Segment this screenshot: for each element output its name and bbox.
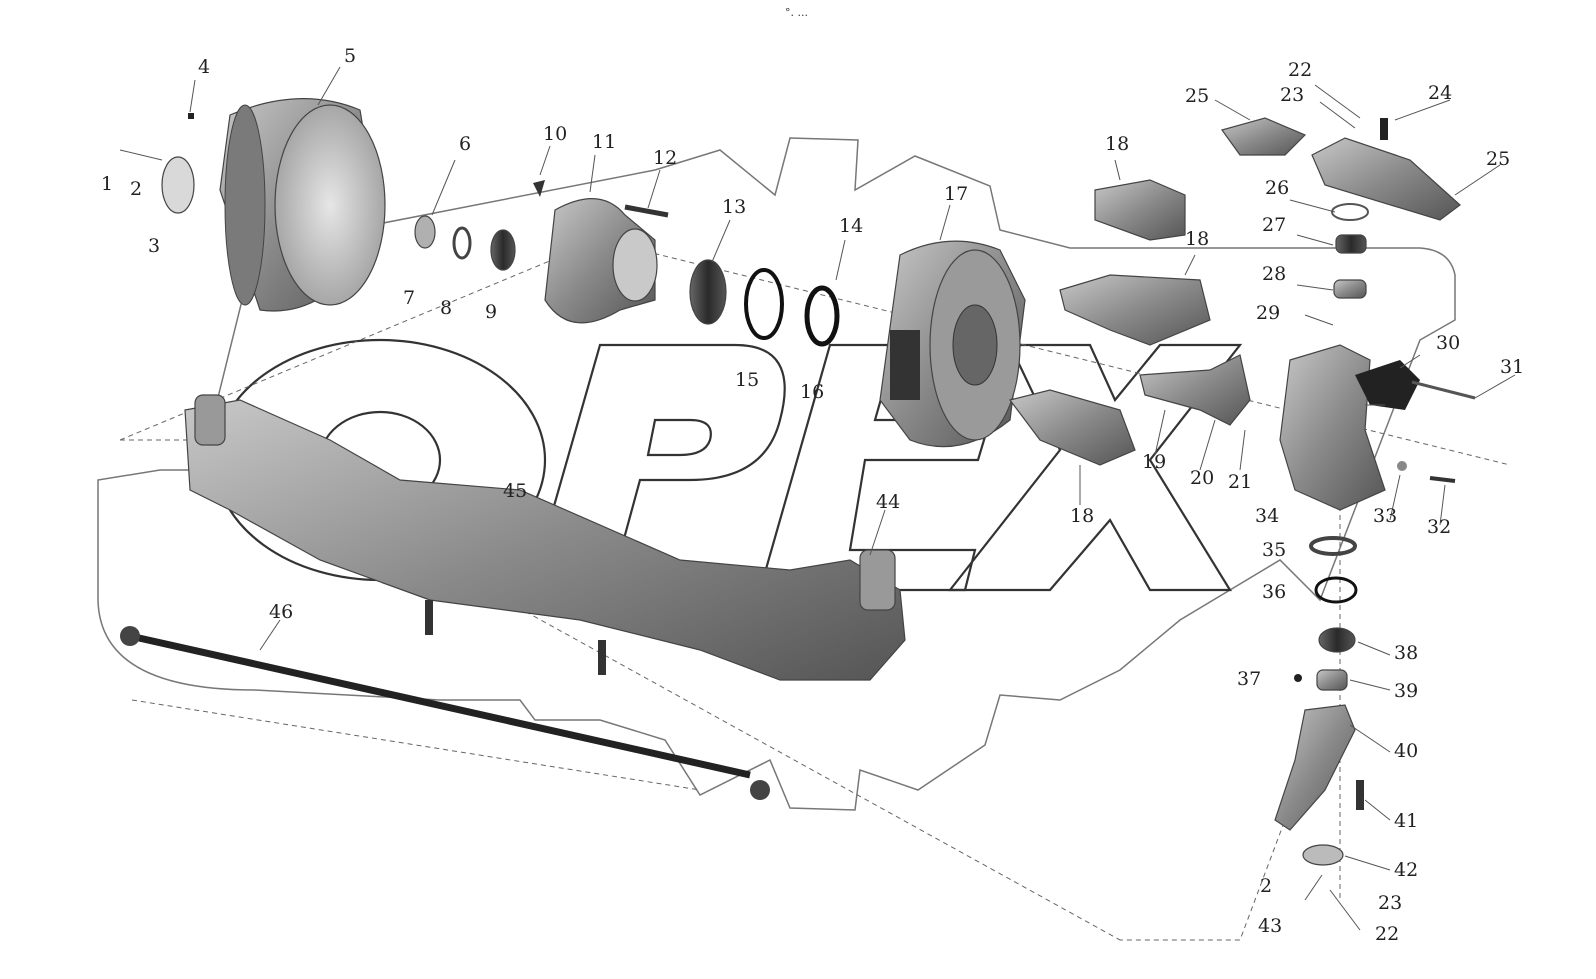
label-part-24: 24 xyxy=(1428,82,1452,104)
label-part-27: 27 xyxy=(1262,214,1286,236)
kingpin-bearings xyxy=(1331,203,1369,299)
label-part-38: 38 xyxy=(1394,642,1418,664)
label-part-40: 40 xyxy=(1394,740,1418,762)
label-part-1: 1 xyxy=(101,173,113,195)
label-part-44: 44 xyxy=(876,491,900,513)
label-part-45: 45 xyxy=(503,480,527,502)
label-part-29: 29 xyxy=(1256,302,1280,324)
label-part-8: 8 xyxy=(440,297,452,319)
label-part-22-top: 22 xyxy=(1288,59,1312,81)
label-part-4: 4 xyxy=(198,56,210,78)
label-part-41: 41 xyxy=(1394,810,1418,832)
label-part-11: 11 xyxy=(592,131,616,153)
label-part-37: 37 xyxy=(1237,668,1261,690)
label-part-2: 2 xyxy=(130,178,142,200)
label-part-6: 6 xyxy=(459,133,471,155)
brake-assembly xyxy=(879,240,1026,448)
gear-watermark-outline xyxy=(97,137,1456,811)
label-part-25-left: 25 xyxy=(1185,85,1209,107)
steering-arm-plates xyxy=(1221,117,1461,221)
top-mark: °. ... xyxy=(785,6,808,19)
label-part-17: 17 xyxy=(944,183,968,205)
label-part-25-right: 25 xyxy=(1486,148,1510,170)
tie-rod xyxy=(120,626,770,800)
label-part-22-lower: 22 xyxy=(1375,923,1399,945)
lower-kingpin-parts xyxy=(1294,536,1358,691)
callout-labels: 1 2 3 4 5 6 7 8 9 10 11 12 13 14 15 16 1… xyxy=(101,45,1524,945)
label-part-23-top: 23 xyxy=(1280,84,1304,106)
callout-leaders xyxy=(189,66,1516,931)
steering-knuckle xyxy=(1279,344,1476,511)
label-part-28: 28 xyxy=(1262,263,1286,285)
label-part-39: 39 xyxy=(1394,680,1418,702)
label-part-12: 12 xyxy=(653,147,677,169)
label-part-21: 21 xyxy=(1228,471,1252,493)
label-part-35: 35 xyxy=(1262,539,1286,561)
brake-drum xyxy=(188,98,386,312)
brake-chambers xyxy=(1008,179,1211,466)
label-part-18-top: 18 xyxy=(1105,133,1129,155)
label-part-16: 16 xyxy=(800,381,824,403)
label-part-10: 10 xyxy=(543,123,567,145)
lower-steering-arm xyxy=(1274,704,1364,866)
label-part-42: 42 xyxy=(1394,859,1418,881)
label-part-43: 43 xyxy=(1258,915,1282,937)
label-part-14: 14 xyxy=(839,215,863,237)
wheel-hub xyxy=(544,198,669,324)
label-part-31: 31 xyxy=(1500,356,1524,378)
label-part-36: 36 xyxy=(1262,581,1286,603)
label-part-20: 20 xyxy=(1190,467,1214,489)
seal-rings xyxy=(689,259,840,347)
label-part-3: 3 xyxy=(148,235,160,257)
steering-spindle xyxy=(1139,354,1251,426)
label-part-5: 5 xyxy=(344,45,356,67)
label-part-9: 9 xyxy=(485,301,497,323)
label-part-15: 15 xyxy=(735,369,759,391)
front-axle-beam xyxy=(184,394,906,681)
label-part-7: 7 xyxy=(403,287,415,309)
label-part-2-lower: 2 xyxy=(1260,875,1272,897)
label-part-46: 46 xyxy=(269,601,293,623)
label-part-30: 30 xyxy=(1436,332,1460,354)
label-part-18-mid: 18 xyxy=(1185,228,1209,250)
cap-and-screw xyxy=(119,149,195,214)
label-part-18-low: 18 xyxy=(1070,505,1094,527)
label-part-19: 19 xyxy=(1142,451,1166,473)
hub-nut-and-bearing xyxy=(414,180,545,271)
label-part-13: 13 xyxy=(722,196,746,218)
label-part-34: 34 xyxy=(1255,505,1279,527)
label-part-23-lower: 23 xyxy=(1378,892,1402,914)
label-part-26: 26 xyxy=(1265,177,1289,199)
label-part-33: 33 xyxy=(1373,505,1397,527)
label-part-32: 32 xyxy=(1427,516,1451,538)
